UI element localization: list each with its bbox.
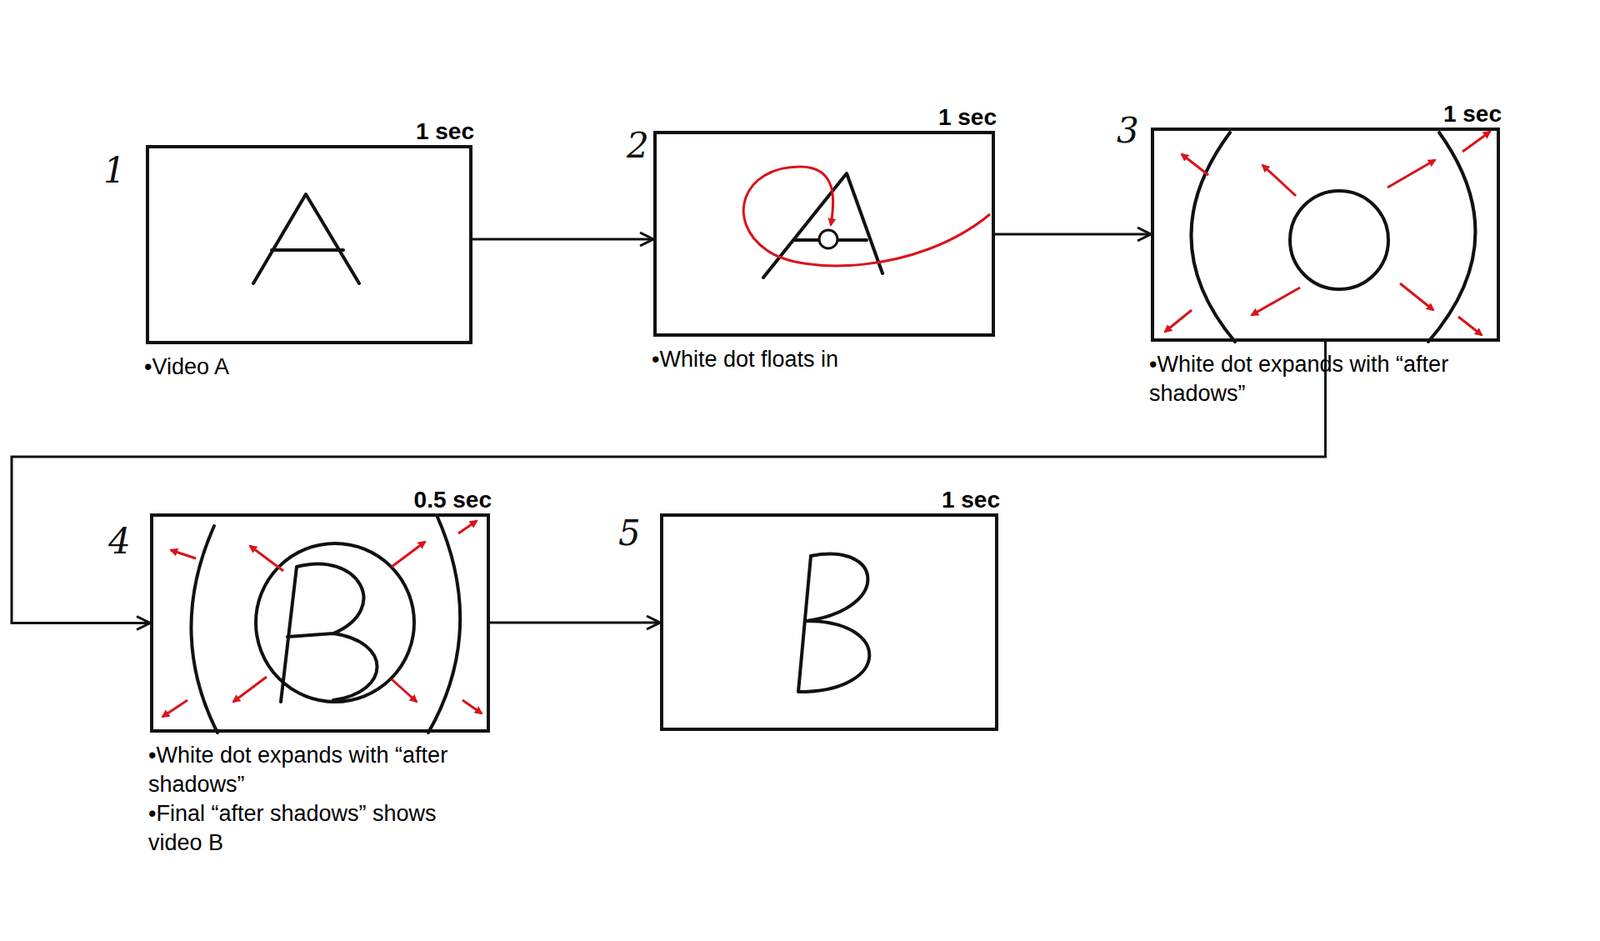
after-shadow-arc	[1190, 132, 1235, 342]
duration-label: 1 sec	[1443, 100, 1502, 128]
frame-caption: •White dot expands with “after shadows”	[1149, 350, 1450, 409]
after-shadow-arc	[1428, 132, 1475, 342]
float-path	[743, 166, 990, 266]
letter-b-sketch	[798, 554, 870, 692]
callout-number: 3	[1116, 110, 1140, 151]
flow-arrow	[11, 341, 1326, 624]
letter-a-sketch	[763, 173, 883, 278]
callout-number: 2	[626, 125, 650, 166]
frame-caption: •Final “after shadows” shows video B	[148, 799, 449, 858]
storyboard-frame: 1 sec	[660, 513, 999, 731]
caption-group: •White dot expands with “after shadows”	[1149, 350, 1450, 409]
letter-b-sketch	[280, 563, 378, 702]
storyboard-frame: 0.5 sec•White dot expands with “after sh…	[150, 513, 490, 733]
flow-arrow	[995, 233, 1151, 236]
white-dot-circle	[1290, 190, 1389, 290]
flow-arrow	[472, 238, 654, 241]
storyboard-frame: 1 sec•White dot expands with “after shad…	[1150, 127, 1500, 342]
callout-number: 4	[108, 520, 131, 562]
callout-number: 5	[618, 512, 641, 554]
frame-caption: •White dot floats in	[651, 345, 952, 375]
letter-a-sketch	[253, 194, 360, 284]
caption-group: •White dot floats in	[651, 345, 952, 375]
duration-label: 1 sec	[938, 104, 997, 131]
flow-arrow	[490, 621, 660, 625]
callout-number: 1	[103, 150, 126, 191]
duration-label: 1 sec	[415, 118, 475, 145]
duration-label: 0.5 sec	[414, 486, 492, 514]
caption-group: •White dot expands with “after shadows”•…	[148, 740, 449, 858]
after-shadow-arc	[428, 515, 460, 733]
frame-caption: •Video A	[144, 352, 445, 382]
storyboard-frame: 1 sec•Video A	[145, 145, 473, 345]
white-dot	[819, 230, 838, 249]
expansion-arrows	[162, 131, 1490, 717]
caption-group: •Video A	[144, 352, 445, 382]
frame-caption: •White dot expands with “after shadows”	[148, 740, 449, 800]
duration-label: 1 sec	[941, 486, 1000, 514]
storyboard-frame: 1 sec•White dot floats in	[653, 130, 995, 337]
